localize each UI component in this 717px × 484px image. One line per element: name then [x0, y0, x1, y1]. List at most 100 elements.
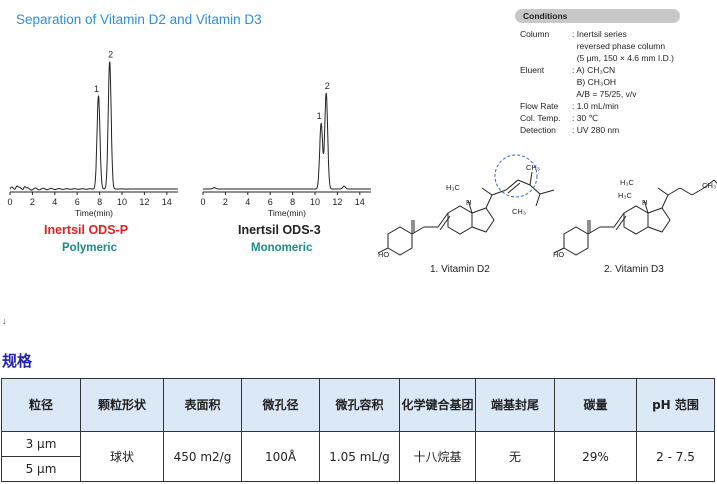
conditions-row: Flow Rate : 1.0 mL/min [520, 100, 674, 112]
spec-cell-end-capping: 无 [475, 431, 555, 482]
spec-header-pore-size: 微孔径 [241, 378, 320, 432]
chromatogram-tick-label: 0 [7, 197, 12, 207]
spec-cell-pore-volume: 1.05 mL/g [319, 431, 400, 482]
chromatogram-tick-label: 12 [332, 197, 342, 207]
chromatogram-tick-label: 4 [245, 197, 250, 207]
conditions-key: Flow Rate [520, 101, 559, 111]
conditions-key: Col. Temp. [520, 113, 561, 123]
spec-cell-size-3um: 3 μm [1, 431, 81, 457]
paragraph-marker: ↓ [2, 316, 7, 326]
d3-c-ring [623, 205, 649, 235]
spec-cell-bonded-phase: 十八烷基 [399, 431, 476, 482]
conditions-key [520, 88, 572, 100]
chromatogram-tick-label: 8 [290, 197, 295, 207]
conditions-value: A/B = 75/25, v/v [572, 89, 637, 99]
conditions-value: B) CH₃OH [572, 77, 617, 87]
conditions-table: Column: Inertsil series reversed phase c… [520, 28, 674, 136]
spec-header-ph-range: pH 范围 [636, 378, 715, 432]
d2-h3c-label: H₃C [446, 183, 460, 192]
spec-table: 粒径 颗粒形状 表面积 微孔径 微孔容积 化学键合基团 端基封尾 碳量 pH 范… [1, 378, 715, 482]
chromatogram-tick-label: 0 [200, 197, 205, 207]
conditions-key: Eluent [520, 65, 545, 75]
chromatogram-trace [9, 61, 178, 191]
conditions-row: A/B = 75/25, v/v [520, 88, 674, 100]
spec-header-row: 粒径 颗粒形状 表面积 微孔径 微孔容积 化学键合基团 端基封尾 碳量 pH 范… [1, 378, 715, 432]
spec-header-end-capping: 端基封尾 [475, 378, 555, 432]
conditions-row: (5 μm, 150 × 4.6 mm I.D.) [520, 52, 674, 64]
spec-cell-pore-size: 100Å [241, 431, 320, 482]
chromatogram-1-phase-type: Polymeric [62, 242, 117, 254]
conditions-value: : UV 280 nm [572, 125, 620, 135]
chromatogram-tick-label: 14 [162, 197, 172, 207]
table-row: 3 μm 球状 450 m2/g 100Å 1.05 mL/g 十八烷基 无 2… [1, 431, 715, 482]
spec-header-pore-volume: 微孔容积 [319, 378, 400, 432]
d3-h3c-label: H₃C [620, 178, 634, 187]
d2-ho-label: HO [378, 250, 389, 259]
spec-cell-size-5um: 5 μm [1, 456, 81, 482]
conditions-row: B) CH₃OH [520, 76, 674, 88]
d2-side-chain-highlight [494, 154, 538, 198]
d3-h3c-label-2: H₃C [618, 191, 632, 200]
d3-h-label: H [642, 198, 647, 207]
chromatogram-x-label: Time(min) [75, 208, 113, 218]
spec-header-surface-area: 表面积 [163, 378, 242, 432]
d3-ho-label: HO [553, 250, 564, 259]
conditions-key: Detection [520, 125, 556, 135]
d2-h-label: H [466, 198, 471, 207]
conditions-value: : Inertsil series [572, 29, 627, 39]
chromatogram-peak-label: 1 [94, 84, 99, 94]
conditions-row: Column: Inertsil series [520, 28, 674, 40]
chromatogram-trace [203, 92, 371, 190]
vitamin-d2-structure [377, 171, 555, 256]
conditions-key [520, 76, 572, 88]
d2-c-ring [447, 205, 473, 235]
d3-a-ring [563, 226, 589, 256]
d2-ch3-bottom-label: CH₃ [512, 207, 526, 216]
conditions-value: reversed phase column [572, 41, 666, 51]
conditions-row: Col. Temp. : 30 ℃ [520, 112, 674, 124]
conditions-row: reversed phase column [520, 40, 674, 52]
conditions-key [520, 40, 572, 52]
d2-a-ring [387, 226, 413, 256]
spec-header-particle-size: 粒径 [1, 378, 81, 432]
vitamin-structures: H₃C CH₃ CH₃ H HO H₃C H₃C CH₃ H HO [377, 154, 717, 259]
conditions-row: Eluent : A) CH₃CN [520, 64, 674, 76]
chromatogram-peak-label: 2 [325, 81, 330, 91]
chromatogram-tick-label: 2 [30, 197, 35, 207]
chromatogram-tick-label: 10 [310, 197, 320, 207]
conditions-value: : 1.0 mL/min [572, 101, 619, 111]
chromatogram-2-column-name: Inertsil ODS-3 [238, 223, 321, 237]
chromatogram-1-column-name: Inertsil ODS-P [44, 223, 129, 237]
chromatogram-peak-label: 2 [108, 50, 113, 60]
vitamin-d2-label: 1. Vitamin D2 [430, 264, 490, 275]
chromatogram-x-label: Time(min) [268, 208, 306, 218]
chromatogram-tick-label: 2 [223, 197, 228, 207]
d2-d-ring [471, 207, 495, 233]
conditions-value: : A) CH₃CN [572, 65, 616, 75]
d3-d-ring [647, 207, 671, 233]
conditions-row: Detection : UV 280 nm [520, 124, 674, 136]
chromatogram-tick-label: 6 [75, 197, 80, 207]
chromatogram-2-phase-type: Monomeric [251, 242, 313, 254]
conditions-value: (5 μm, 150 × 4.6 mm I.D.) [572, 53, 674, 63]
chromatogram-tick-label: 14 [355, 197, 365, 207]
vitamin-d3-structure [553, 179, 717, 256]
conditions-value: : 30 ℃ [572, 113, 599, 123]
chromatogram-tick-label: 4 [52, 197, 57, 207]
conditions-key [520, 52, 572, 64]
spec-cell-surface-area: 450 m2/g [163, 431, 242, 482]
vitamin-d3-label: 2. Vitamin D3 [604, 264, 664, 275]
spec-cell-carbon-load: 29% [554, 431, 637, 482]
spec-cell-ph-range: 2 - 7.5 [636, 431, 715, 482]
chromatogram-tick-label: 6 [268, 197, 273, 207]
d3-ch3-label: CH₃ [702, 181, 716, 190]
page-title: Separation of Vitamin D2 and Vitamin D3 [16, 12, 262, 27]
chromatogram-tick-label: 8 [97, 197, 102, 207]
spec-header-carbon-load: 碳量 [554, 378, 637, 432]
spec-cell-shape: 球状 [80, 431, 164, 482]
chromatogram-peak-label: 1 [317, 111, 322, 121]
chromatogram-tick-label: 12 [139, 197, 149, 207]
